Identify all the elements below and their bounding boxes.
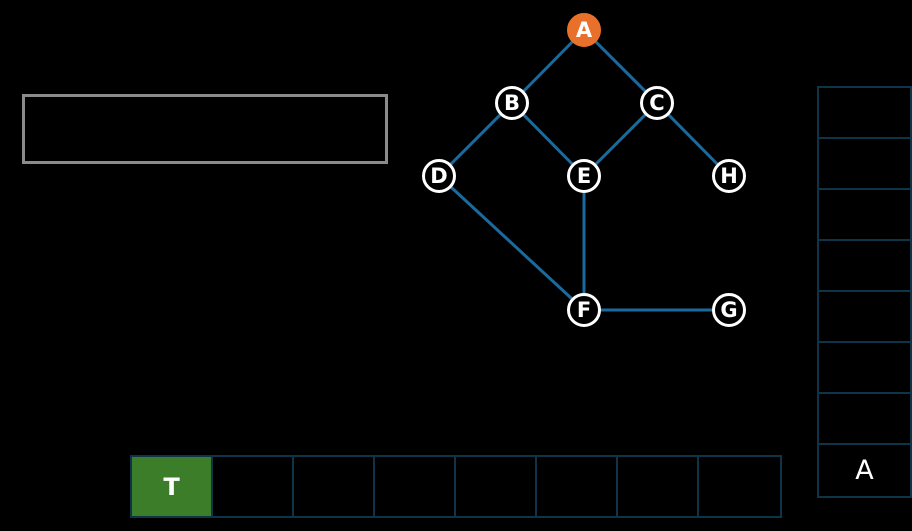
graph-edge [437,174,586,312]
graph-node-d[interactable]: D [422,159,456,193]
graph-node-label: D [430,163,448,188]
stack-cell[interactable] [819,88,910,139]
graph-canvas: A B C D E H F G [422,13,746,327]
queue-cell[interactable] [375,457,456,516]
stack-column: A [817,86,912,498]
graph-node-label: G [720,297,738,322]
stack-cell[interactable] [819,139,910,190]
stack-cell[interactable] [819,190,910,241]
stack-cell[interactable] [819,241,910,292]
queue-cell[interactable] [699,457,780,516]
graph-node-label: H [720,163,738,188]
graph-node-h[interactable]: H [712,159,746,193]
queue-strip: T [130,455,782,518]
graph-node-e[interactable]: E [567,159,601,193]
graph-node-label: F [576,297,592,322]
graph-node-label: A [575,17,593,42]
stack-cell[interactable]: A [819,445,910,496]
stack-cell[interactable] [819,343,910,394]
graph-node-label: B [503,90,520,115]
queue-cell[interactable] [618,457,699,516]
graph-node-label: C [649,90,665,115]
stack-cell[interactable] [819,292,910,343]
graph-node-label: E [576,163,592,188]
graph-node-g[interactable]: G [712,293,746,327]
graph-node-c[interactable]: C [640,86,674,120]
queue-cell[interactable]: T [132,457,213,516]
stack-cell[interactable] [819,394,910,445]
graph-node-b[interactable]: B [495,86,529,120]
queue-cell[interactable] [456,457,537,516]
queue-cell[interactable] [294,457,375,516]
graph-edges-layer [437,28,731,312]
graph-node-a[interactable]: A [567,13,601,47]
info-panel [22,94,388,164]
graph-node-f[interactable]: F [567,293,601,327]
queue-cell[interactable] [537,457,618,516]
queue-cell[interactable] [213,457,294,516]
